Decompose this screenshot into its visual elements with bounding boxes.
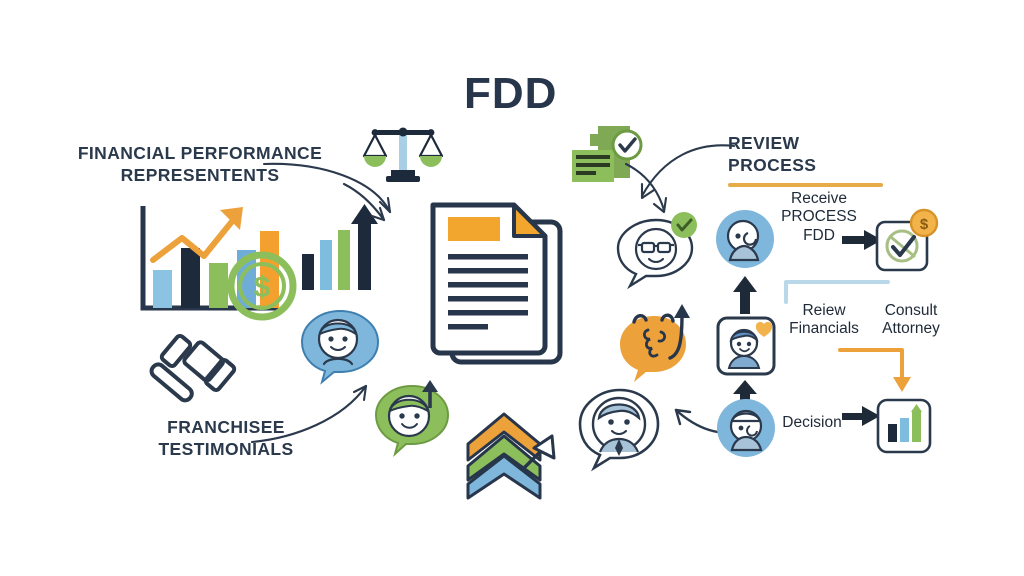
person-framed-heart-icon <box>716 316 776 376</box>
svg-text:$: $ <box>920 216 929 233</box>
arrow-up-to-receive <box>733 276 757 314</box>
bar-chart-box-icon <box>876 398 932 454</box>
step-receive-line-2: PROCESS <box>781 208 857 226</box>
person-circle-blue-icon <box>716 210 774 268</box>
document-check-green-icon <box>572 126 643 182</box>
scales-of-justice-icon <box>362 127 444 182</box>
arrow-financial-to-document <box>262 162 392 214</box>
heading-line-1: FINANCIAL PERFORMANCE <box>77 143 323 163</box>
connector-bracket-blue <box>784 280 890 304</box>
step-decision-label: Decision <box>776 414 848 432</box>
stacked-chevrons-icon <box>466 412 556 500</box>
step-consult-attorney-line-2: Attorney <box>882 320 940 338</box>
step-receive-line-1: Receive <box>791 190 847 207</box>
page-title: FDD <box>464 69 558 118</box>
step-review-financials-line-1: Reiew <box>802 302 846 319</box>
step-decision-line-1: Decision <box>782 414 842 431</box>
fdd-document-icon <box>430 202 563 365</box>
arrow-into-bar-chart <box>342 182 386 222</box>
step-consult-attorney-label: Consult Attorney <box>866 302 956 339</box>
financial-performance-heading: FINANCIAL PERFORMANCE REPRESENTENTS <box>72 142 328 187</box>
advisor-bubble-check-icon <box>616 212 697 290</box>
svg-text:$: $ <box>254 271 271 304</box>
heading-2-line-1: FRANCHISEE <box>167 417 285 437</box>
person-circle-decision-icon <box>717 399 775 457</box>
arrow-decision-to-chart <box>842 406 880 426</box>
testimonial-avatar-blue-icon <box>300 309 380 385</box>
review-process-underline <box>728 182 883 187</box>
gavel-icon <box>149 334 237 403</box>
franchisee-testimonials-heading: FRANCHISEE TESTIMONIALS <box>126 416 326 461</box>
review-process-heading: REVIEW PROCESS <box>728 132 888 187</box>
step-consult-attorney-line-1: Consult <box>884 302 938 319</box>
step-review-financials-label: Reiew Financials <box>780 302 868 339</box>
brain-idea-icon <box>620 304 690 382</box>
arrow-review-process-leader <box>640 144 736 200</box>
step-receive-label: Receive PROCESS FDD <box>780 190 858 245</box>
businessperson-bubble-icon <box>578 388 660 472</box>
testimonial-avatar-green-icon <box>374 380 450 458</box>
arrow-receive-to-check <box>842 230 882 250</box>
review-process-label: REVIEW PROCESS <box>728 133 817 176</box>
heading-line-2: REPRESENTENTS <box>120 165 280 186</box>
heading-2-line-2: TESTIMONIALS <box>158 439 294 460</box>
step-review-financials-line-2: Financials <box>789 320 859 338</box>
check-badge-dollar-icon: $ <box>875 208 939 272</box>
arrow-attorney-to-chart <box>838 348 911 392</box>
arrow-franchisee-to-bubble <box>250 384 368 444</box>
growth-bar-chart-icon: $ <box>140 206 297 321</box>
step-receive-line-3: FDD <box>803 226 835 244</box>
bar-chart-arrow-icon <box>302 204 378 290</box>
